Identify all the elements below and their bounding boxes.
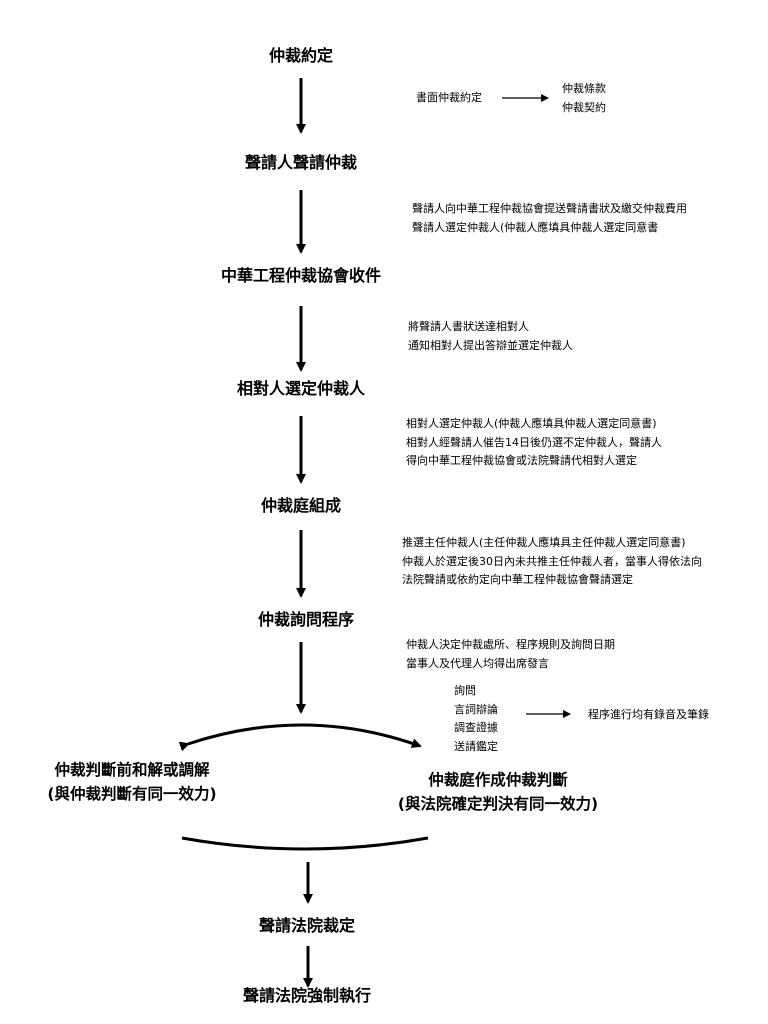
note-recording: 程序進行均有錄音及筆錄 xyxy=(588,708,709,721)
note-line: 通知相對人提出答辯並選定仲裁人 xyxy=(408,338,573,352)
step-association-receipt: 中華工程仲裁協會收件 xyxy=(220,266,382,285)
outcome-line: 仲裁判斷前和解或調解 xyxy=(54,761,210,779)
step-claimant-apply: 聲請人聲請仲裁 xyxy=(244,153,358,172)
note-line: 聲請人選定仲裁人(仲裁人應填具仲裁人選定同意書 xyxy=(412,220,659,234)
note-line: 相對人經聲請人催告14日後仍選不定仲裁人，聲請人 xyxy=(406,435,662,449)
note-line: 調查證據 xyxy=(454,721,498,734)
note-line: 將聲請人書狀送達相對人 xyxy=(408,320,529,333)
outcome-line: 仲裁庭作成仲裁判斷 xyxy=(428,771,568,789)
note-line: 得向中華工程仲裁協會或法院聲請代相對人選定 xyxy=(406,454,637,467)
note-respondent-select: 相對人選定仲裁人(仲裁人應填具仲裁人選定同意書) 相對人經聲請人催告14日後仍選… xyxy=(406,415,662,471)
note-line: 聲請人向中華工程仲裁協會提送聲請書狀及繳交仲裁費用 xyxy=(412,202,687,215)
note-claimant-apply: 聲請人向中華工程仲裁協會提送聲請書狀及繳交仲裁費用 聲請人選定仲裁人(仲裁人應填… xyxy=(412,200,687,237)
note-line: 法院聲請或依約定向中華工程仲裁協會聲請選定 xyxy=(402,573,633,586)
note-line: 仲裁人決定仲裁處所、程序規則及詢問日期 xyxy=(406,638,615,651)
merge-arc xyxy=(181,836,429,851)
outcome-line: (與仲裁判斷有同一效力) xyxy=(47,785,217,803)
note-tribunal-formed: 推選主任仲裁人(主任仲裁人應填具主任仲裁人選定同意書) 仲裁人於選定後30日內未… xyxy=(402,534,702,590)
note-inquiry-procedure: 仲裁人決定仲裁處所、程序規則及詢問日期 當事人及代理人均得出席發言 xyxy=(406,636,615,673)
note-agreement-types: 仲裁條款 仲裁契約 xyxy=(562,80,606,117)
step-court-ruling: 聲請法院裁定 xyxy=(258,916,356,935)
note-line: 仲裁契約 xyxy=(562,100,606,114)
note-line: 言詞辯論 xyxy=(454,702,498,716)
step-respondent-select: 相對人選定仲裁人 xyxy=(236,379,366,398)
note-written-agreement: 書面仲裁約定 xyxy=(416,91,482,104)
branch-arc xyxy=(178,723,422,752)
note-line: 送請鑑定 xyxy=(454,739,498,753)
note-line: 詢問 xyxy=(454,684,476,697)
note-line: 當事人及代理人均得出席發言 xyxy=(406,656,549,670)
note-line: 仲裁人於選定後30日內未共推主任仲裁人者，當事人得依法向 xyxy=(402,554,702,568)
outcome-settlement: 仲裁判斷前和解或調解 (與仲裁判斷有同一效力) xyxy=(47,758,216,806)
step-tribunal-formed: 仲裁庭組成 xyxy=(260,496,342,515)
note-inquiry-items: 詢問 言詞辯論 調查證據 送請鑑定 xyxy=(454,682,498,756)
note-line: 推選主任仲裁人(主任仲裁人應填具主任仲裁人選定同意書) xyxy=(402,536,686,549)
step-arbitration-agreement: 仲裁約定 xyxy=(268,46,334,65)
outcome-arbitral-award: 仲裁庭作成仲裁判斷 (與法院確定判決有同一效力) xyxy=(398,768,598,816)
outcome-line: (與法院確定判決有同一效力) xyxy=(397,795,599,813)
note-association-receipt: 將聲請人書狀送達相對人 通知相對人提出答辯並選定仲裁人 xyxy=(408,318,573,355)
step-inquiry-procedure: 仲裁詢問程序 xyxy=(257,610,355,629)
note-line: 仲裁條款 xyxy=(562,82,606,95)
note-line: 相對人選定仲裁人(仲裁人應填具仲裁人選定同意書) xyxy=(406,417,657,430)
step-court-enforcement: 聲請法院強制執行 xyxy=(242,986,372,1005)
